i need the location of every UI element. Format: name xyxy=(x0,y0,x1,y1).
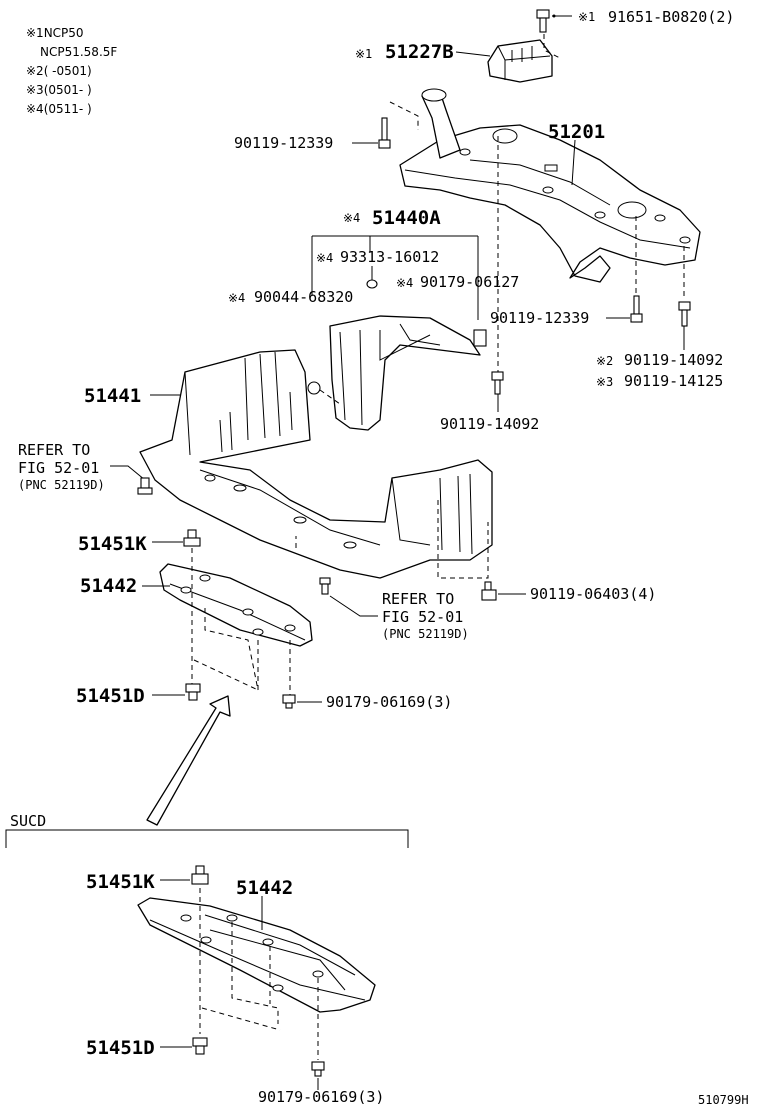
bolt-90119-14092-b xyxy=(491,371,504,395)
mark-51227b: ※1 xyxy=(355,47,372,61)
mark-90119-14125: ※3 xyxy=(596,375,613,389)
sucd-nut-90179-06169 xyxy=(311,1061,325,1077)
grommet-90044 xyxy=(307,381,341,405)
clip-51451d xyxy=(185,683,201,701)
bolt-90119-06403 xyxy=(481,581,497,601)
bolt-90119-12339-a xyxy=(378,117,391,149)
pointer-arrow xyxy=(146,695,231,826)
bolt-refer-left xyxy=(137,477,153,495)
refer-left-line2: FIG 52-01 xyxy=(18,459,99,477)
label-51441: 51441 xyxy=(84,385,141,407)
sucd-clip-51451d xyxy=(192,1037,208,1055)
label-90179-06127: 90179-06127 xyxy=(420,273,519,291)
note-line-2: NCP51.58.5F xyxy=(40,45,117,59)
label-93313-16012: 93313-16012 xyxy=(340,248,439,266)
bolt-91651 xyxy=(536,9,572,33)
label-90179-06169: 90179-06169(3) xyxy=(326,693,452,711)
refer-mid-line1: REFER TO xyxy=(382,590,454,608)
clip-51451k xyxy=(183,529,201,547)
label-90119-12339-b: 90119-12339 xyxy=(490,309,589,327)
nut-90179-06127 xyxy=(473,329,487,347)
sucd-label: SUCD xyxy=(10,812,46,830)
refer-left-line1: REFER TO xyxy=(18,441,90,459)
label-51201: 51201 xyxy=(548,121,605,143)
label-51442: 51442 xyxy=(80,575,137,597)
label-90119-14092-a: 90119-14092 xyxy=(624,351,723,369)
sucd-label-90179-06169: 90179-06169(3) xyxy=(258,1088,384,1106)
label-91651-b0820: 91651-B0820(2) xyxy=(608,8,734,26)
mark-90179-06127: ※4 xyxy=(396,276,413,290)
refer-mid-line2: FIG 52-01 xyxy=(382,608,463,626)
sucd-label-51451k: 51451K xyxy=(86,871,155,893)
crossmember-51201 xyxy=(389,88,701,372)
label-51451d: 51451D xyxy=(76,685,145,707)
label-51227b: 51227B xyxy=(385,41,454,63)
note-line-4: ※3(0501- ) xyxy=(26,83,92,97)
bolt-90119-12339-b xyxy=(630,295,643,323)
applicability-notes: ※1NCP50 NCP51.58.5F ※2( -0501) ※3(0501- … xyxy=(26,26,117,116)
note-line-5: ※4(0511- ) xyxy=(26,102,92,116)
label-90119-12339-a: 90119-12339 xyxy=(234,134,333,152)
mark-91651: ※1 xyxy=(578,10,595,24)
mark-51440a: ※4 xyxy=(343,211,360,225)
refer-mid-line3: (PNC 52119D) xyxy=(382,627,469,641)
bolt-90119-14092-a xyxy=(678,301,691,327)
sucd-plate-51442 xyxy=(137,888,376,1060)
bracket-51227b xyxy=(487,34,561,83)
undercover-51441 xyxy=(139,349,493,579)
label-90044-68320: 90044-68320 xyxy=(254,288,353,306)
label-90119-06403: 90119-06403(4) xyxy=(530,585,656,603)
label-51451k: 51451K xyxy=(78,533,147,555)
label-90119-14092-b: 90119-14092 xyxy=(440,415,539,433)
mark-90044: ※4 xyxy=(228,291,245,305)
sucd-label-51451d: 51451D xyxy=(86,1037,155,1059)
mark-93313: ※4 xyxy=(316,251,333,265)
note-line-3: ※2( -0501) xyxy=(26,64,92,78)
plate-51442 xyxy=(159,548,313,696)
sucd-variant: SUCD 51451K 51442 xyxy=(5,812,409,1106)
sucd-clip-51451k xyxy=(191,865,209,885)
label-51440a: 51440A xyxy=(372,207,441,229)
refer-left-line3: (PNC 52119D) xyxy=(18,478,105,492)
label-90119-14125: 90119-14125 xyxy=(624,372,723,390)
sucd-label-51442: 51442 xyxy=(236,877,293,899)
mark-90119-14092-a: ※2 xyxy=(596,354,613,368)
bolt-refer-mid xyxy=(319,577,331,595)
nut-90179-06169 xyxy=(282,694,296,709)
figure-code: 510799H xyxy=(698,1093,749,1107)
bracket-51440a xyxy=(329,315,481,431)
note-line-1: ※1NCP50 xyxy=(26,26,84,40)
